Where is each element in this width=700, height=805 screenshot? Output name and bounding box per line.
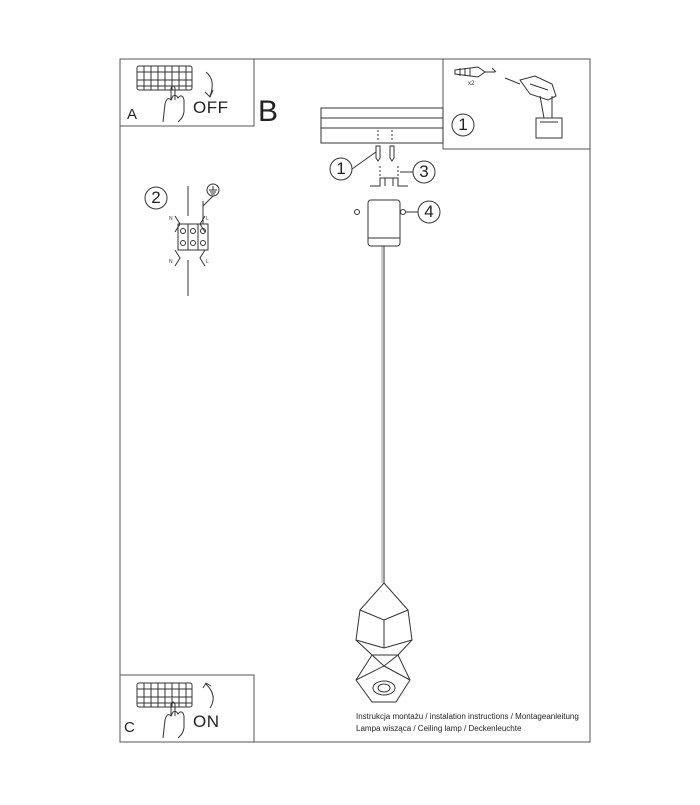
wall-switch-icon [136, 682, 193, 708]
screw-pair [375, 130, 395, 162]
panel-b-label: B [258, 95, 279, 128]
leader-line-1 [351, 151, 377, 170]
wall-switch-icon [136, 65, 193, 91]
terminal-label-neutral-bottom: N [169, 259, 173, 265]
ceiling-canopy [354, 199, 418, 247]
callout-number-canopy-screw: 4 [424, 202, 434, 221]
switch-off-label: OFF [193, 98, 229, 117]
panel-c-label: C [124, 719, 135, 736]
terminal-label-live-top: L [206, 216, 209, 222]
callout-number-bracket: 3 [419, 162, 429, 181]
wall-plug-icon [454, 66, 497, 78]
drill-icon [504, 75, 563, 139]
fixings-quantity-label: x2 [468, 81, 475, 87]
outer-frame [119, 58, 591, 743]
rotate-arrow-icon [202, 682, 214, 709]
caption-product-type: Lampa wisząca / Ceiling lamp / Deckenleu… [356, 724, 522, 733]
panel-c-box [119, 674, 255, 743]
callout-circle-2 [144, 186, 168, 210]
switch-on-label: ON [193, 712, 220, 731]
caption-instructions: Instrukcja montażu / instalation instruc… [356, 712, 579, 721]
hand-icon [162, 85, 185, 123]
callout-number-dowel: 1 [336, 159, 346, 178]
panel-a-label: A [127, 106, 138, 123]
terminal-label-neutral-top: N [169, 216, 173, 222]
panel-drill-box [442, 58, 591, 150]
rotate-arrow-icon [204, 71, 214, 98]
callout-number-wiring: 2 [151, 188, 161, 207]
ceiling-slab [320, 107, 444, 144]
hand-icon [162, 701, 185, 739]
callout-number-drill: 1 [458, 115, 468, 134]
pendant-shade [355, 582, 413, 703]
terminal-block [174, 186, 209, 296]
terminal-label-live-bottom: L [206, 259, 209, 265]
mounting-bracket [370, 166, 408, 187]
panel-a-box [119, 58, 255, 127]
ground-symbol-icon [202, 183, 220, 207]
callout-circle-1-drill [451, 113, 475, 137]
